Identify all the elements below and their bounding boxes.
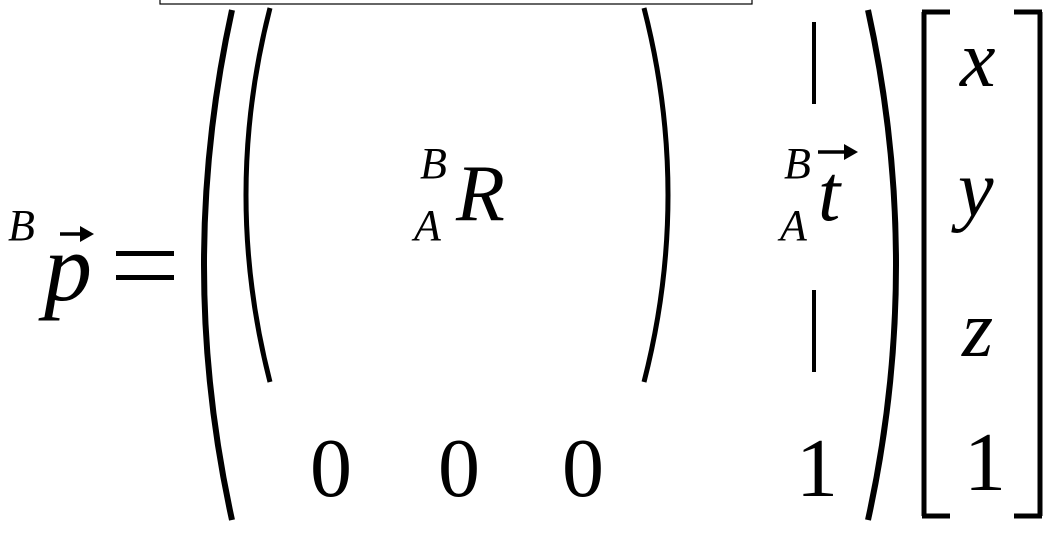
cropped-box-outline xyxy=(159,0,753,5)
equals-sign xyxy=(116,251,174,280)
vector-entry-y: y xyxy=(951,146,994,234)
rotation-right-paren xyxy=(641,7,671,383)
rotation-symbol: R xyxy=(455,150,505,238)
outer-left-paren xyxy=(201,9,235,521)
translation-superscript: B xyxy=(784,139,811,188)
bottom-row-cell-1: 0 xyxy=(310,422,352,515)
bottom-row-cell-2: 0 xyxy=(438,422,480,515)
rotation-superscript: B xyxy=(420,139,447,188)
vector-entry-1: 1 xyxy=(964,416,1006,509)
bottom-row-cell-3: 0 xyxy=(562,422,604,515)
translation-subscript: A xyxy=(777,201,808,250)
translation-symbol: t xyxy=(818,150,842,238)
rotation-left-paren xyxy=(243,7,273,383)
outer-right-paren xyxy=(865,9,899,521)
vector-entry-z: z xyxy=(961,286,993,374)
vector-entry-x: x xyxy=(959,16,996,104)
bottom-row-cell-4: 1 xyxy=(796,422,838,515)
rotation-subscript: A xyxy=(411,201,442,250)
lhs-frame-superscript: B xyxy=(8,201,35,250)
translation-vector-arrow xyxy=(818,144,858,160)
lhs-vector-arrow xyxy=(60,226,94,242)
vector-left-bracket xyxy=(921,9,950,519)
vector-right-bracket xyxy=(1014,9,1043,519)
